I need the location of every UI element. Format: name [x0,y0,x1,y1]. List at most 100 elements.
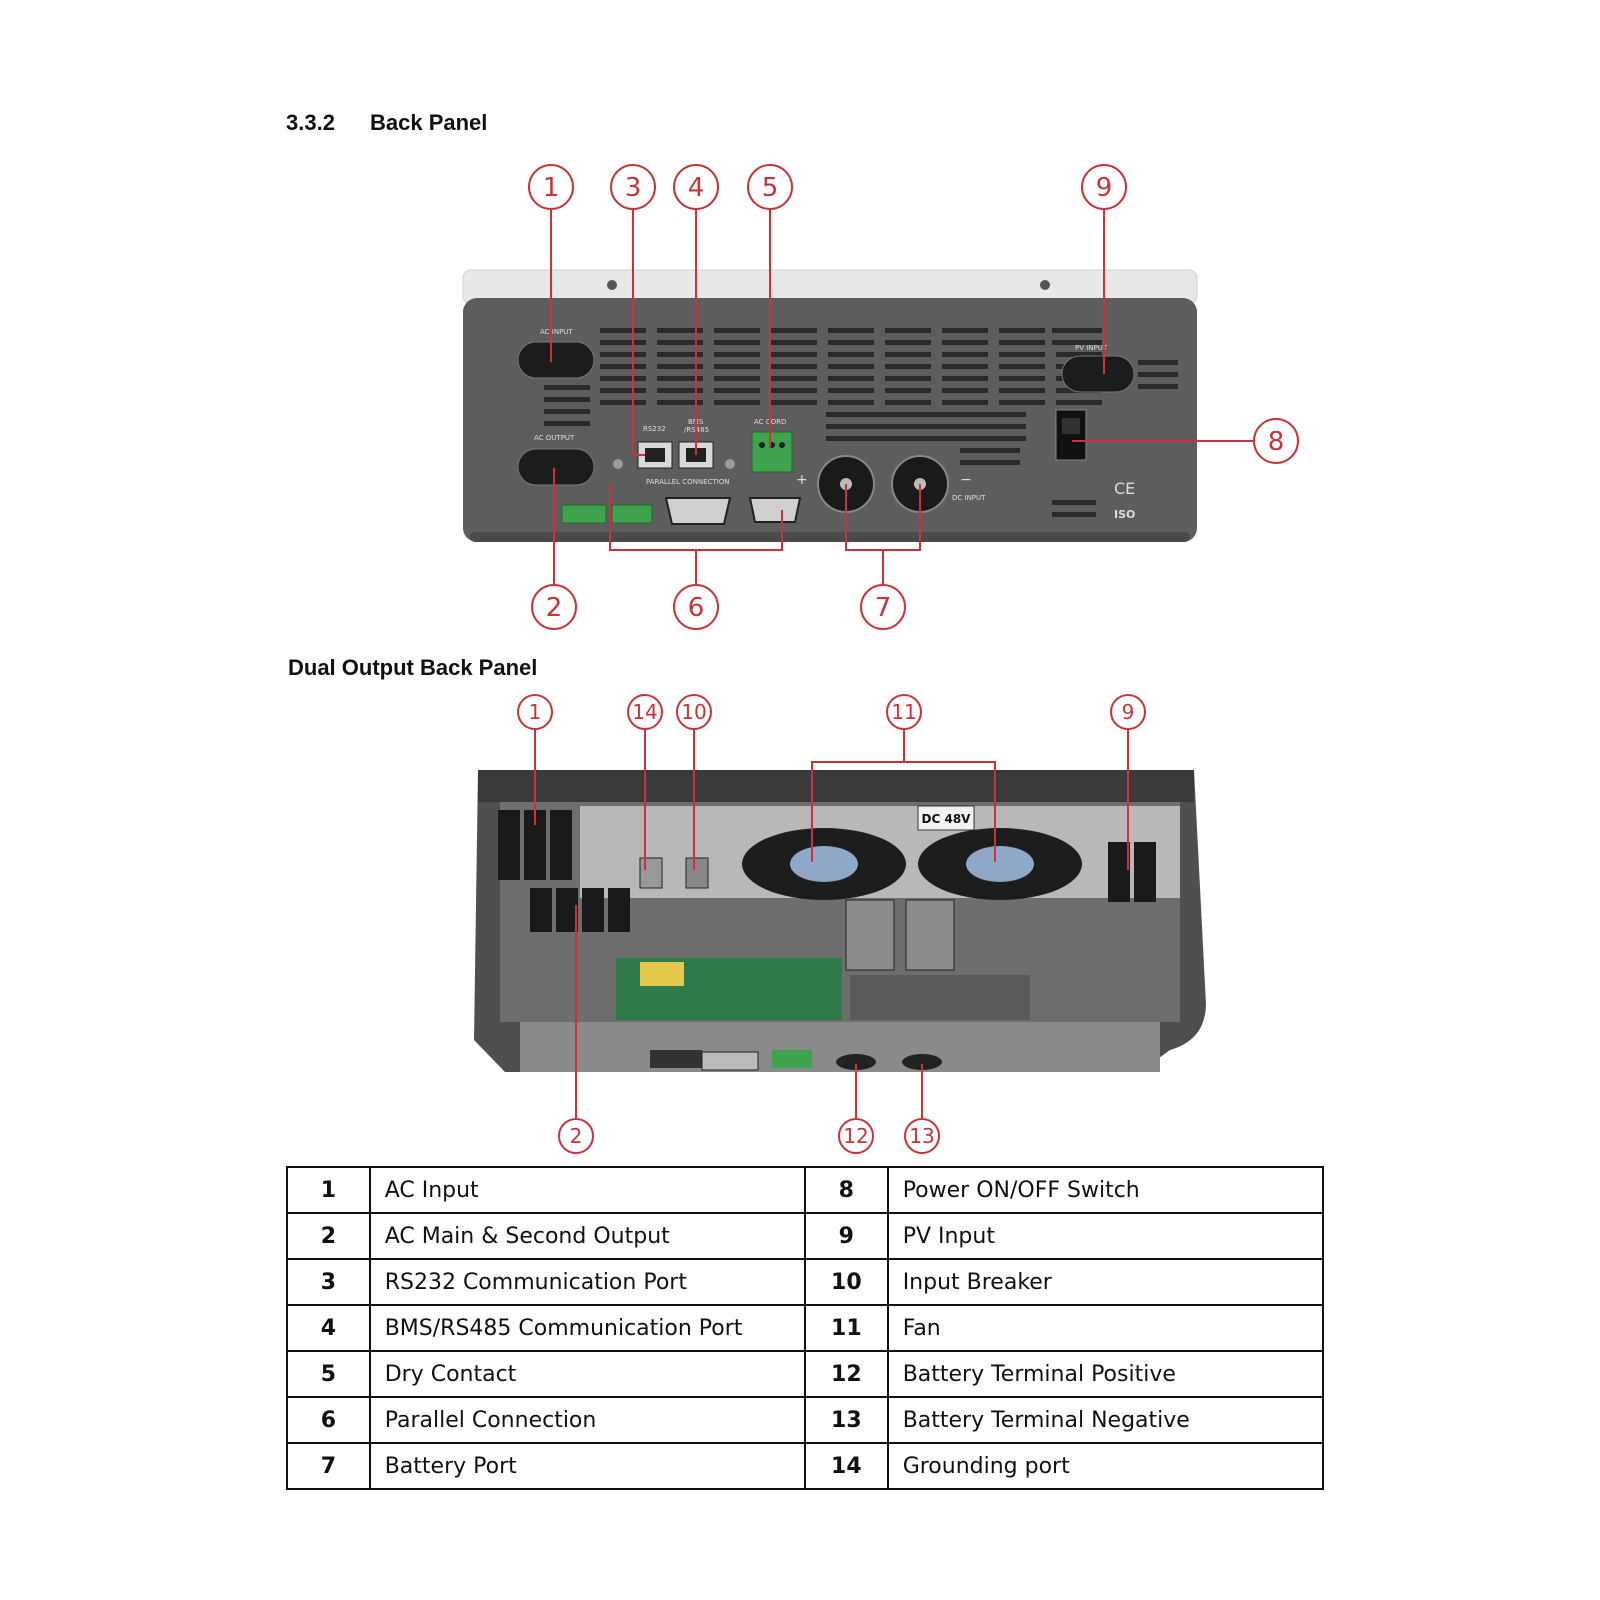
parallel-terminal-left[interactable] [561,504,607,524]
callout2-13 [904,1118,940,1154]
lid-edge [478,770,1194,802]
svg-text:9: 9 [1122,700,1135,724]
rs232-label: RS232 [643,425,666,433]
svg-text:5: 5 [762,173,779,203]
legend-number: 9 [803,1212,889,1260]
ac-output-label: AC OUTPUT [534,434,575,442]
legend-description: Fan [886,1304,1325,1352]
parallel-db15-port[interactable] [664,497,732,525]
callout-7 [860,584,906,630]
ac-output-socket[interactable] [517,448,595,486]
dc48v-tag [917,805,975,831]
callout-leaders-panel1 [550,210,1253,584]
legend-number: 3 [286,1258,371,1306]
svg-text:4: 4 [688,173,705,203]
legend-description: RS232 Communication Port [368,1258,806,1306]
legend-number: 14 [803,1442,889,1490]
table-row: 5 Dry Contact 12 Battery Terminal Positi… [286,1350,1325,1398]
legend-description: Battery Port [368,1442,806,1490]
svg-text:12: 12 [843,1124,868,1148]
iso-mark: ISO [1114,508,1135,521]
legend-description: BMS/RS485 Communication Port [368,1304,806,1352]
callouts-panel2: 1 14 10 11 9 2 12 13 [517,694,1146,1154]
vent-grille [544,328,1178,517]
table-row: 6 Parallel Connection 13 Battery Termina… [286,1396,1325,1444]
legend-description: AC Input [368,1166,806,1214]
legend-description: Battery Terminal Negative [886,1396,1325,1444]
power-switch[interactable] [1055,409,1087,461]
ce-mark: CE [1114,479,1135,498]
legend-description: AC Main & Second Output [368,1212,806,1260]
callout-5 [747,164,793,210]
legend-number: 2 [286,1212,371,1260]
callout-4 [673,164,719,210]
svg-text:13: 13 [909,1124,934,1148]
legend-number: 6 [286,1396,371,1444]
svg-text:8: 8 [1268,427,1285,457]
callout-leaders-panel2 [534,730,1129,1118]
legend-description: Battery Terminal Positive [886,1350,1325,1398]
ac-input-label: AC INPUT [540,328,573,336]
battery-positive-symbol: + [796,472,808,488]
legend-number: 1 [286,1166,371,1214]
callout-3 [610,164,656,210]
callout2-9 [1110,694,1146,730]
svg-text:9: 9 [1096,173,1113,203]
table-row: 2 AC Main & Second Output 9 PV Input [286,1212,1325,1260]
svg-text:3: 3 [625,173,642,203]
svg-text:2: 2 [546,593,563,623]
legend-number: 11 [803,1304,889,1352]
svg-text:7: 7 [875,593,892,623]
dry-contact-terminal[interactable] [751,431,793,473]
section-title: Back Panel [370,110,488,135]
ac-input-socket[interactable] [517,341,595,379]
svg-text:11: 11 [891,700,916,724]
legend-number: 4 [286,1304,371,1352]
dc48v-label: DC 48V [922,812,972,826]
parallel-terminal-right[interactable] [611,504,653,524]
port-screw-left [613,459,623,469]
pv-input-socket[interactable] [1061,355,1135,393]
callout2-10 [676,694,712,730]
legend-number: 8 [803,1166,889,1214]
legend-description: Grounding port [886,1442,1325,1490]
callout2-1 [517,694,553,730]
parallel-db9-port[interactable] [748,497,802,523]
callouts-panel1: 1 3 4 5 9 8 2 6 7 [528,164,1299,630]
callout2-11 [886,694,922,730]
legend-number: 12 [803,1350,889,1398]
mesh-grille [850,975,1030,1020]
svg-text:14: 14 [632,700,657,724]
subsection-heading: Dual Output Back Panel [288,655,537,681]
fan-left [742,828,906,900]
grounding-post [639,857,663,889]
legend-number: 5 [286,1350,371,1398]
dc-input-label: DC INPUT [952,494,986,502]
battery-negative-symbol: − [960,472,972,488]
legend-description: Dry Contact [368,1350,806,1398]
legend-number: 10 [803,1258,889,1306]
callout-6 [673,584,719,630]
svg-text:2: 2 [570,1124,583,1148]
table-row: 3 RS232 Communication Port 10 Input Brea… [286,1258,1325,1306]
pv-input-label: PV INPUT [1075,344,1108,352]
svg-text:1: 1 [529,700,542,724]
battery-busbar-right [905,899,955,971]
ac-terminal-block [498,810,630,932]
inverter-bottom-edge [470,532,1190,542]
pv-terminal-block [1108,842,1156,902]
svg-text:10: 10 [681,700,706,724]
inverter-housing [463,298,1197,542]
table-row: 7 Battery Port 14 Grounding port [286,1442,1325,1490]
callout-9 [1081,164,1127,210]
legend-description: Power ON/OFF Switch [886,1166,1325,1214]
svg-text:1: 1 [543,173,560,203]
cover-screw-right [1040,280,1050,290]
table-row: 1 AC Input 8 Power ON/OFF Switch [286,1166,1325,1214]
table-row: 4 BMS/RS485 Communication Port 11 Fan [286,1304,1325,1352]
input-breaker [685,857,709,889]
svg-text:6: 6 [688,593,705,623]
legend-number: 13 [803,1396,889,1444]
